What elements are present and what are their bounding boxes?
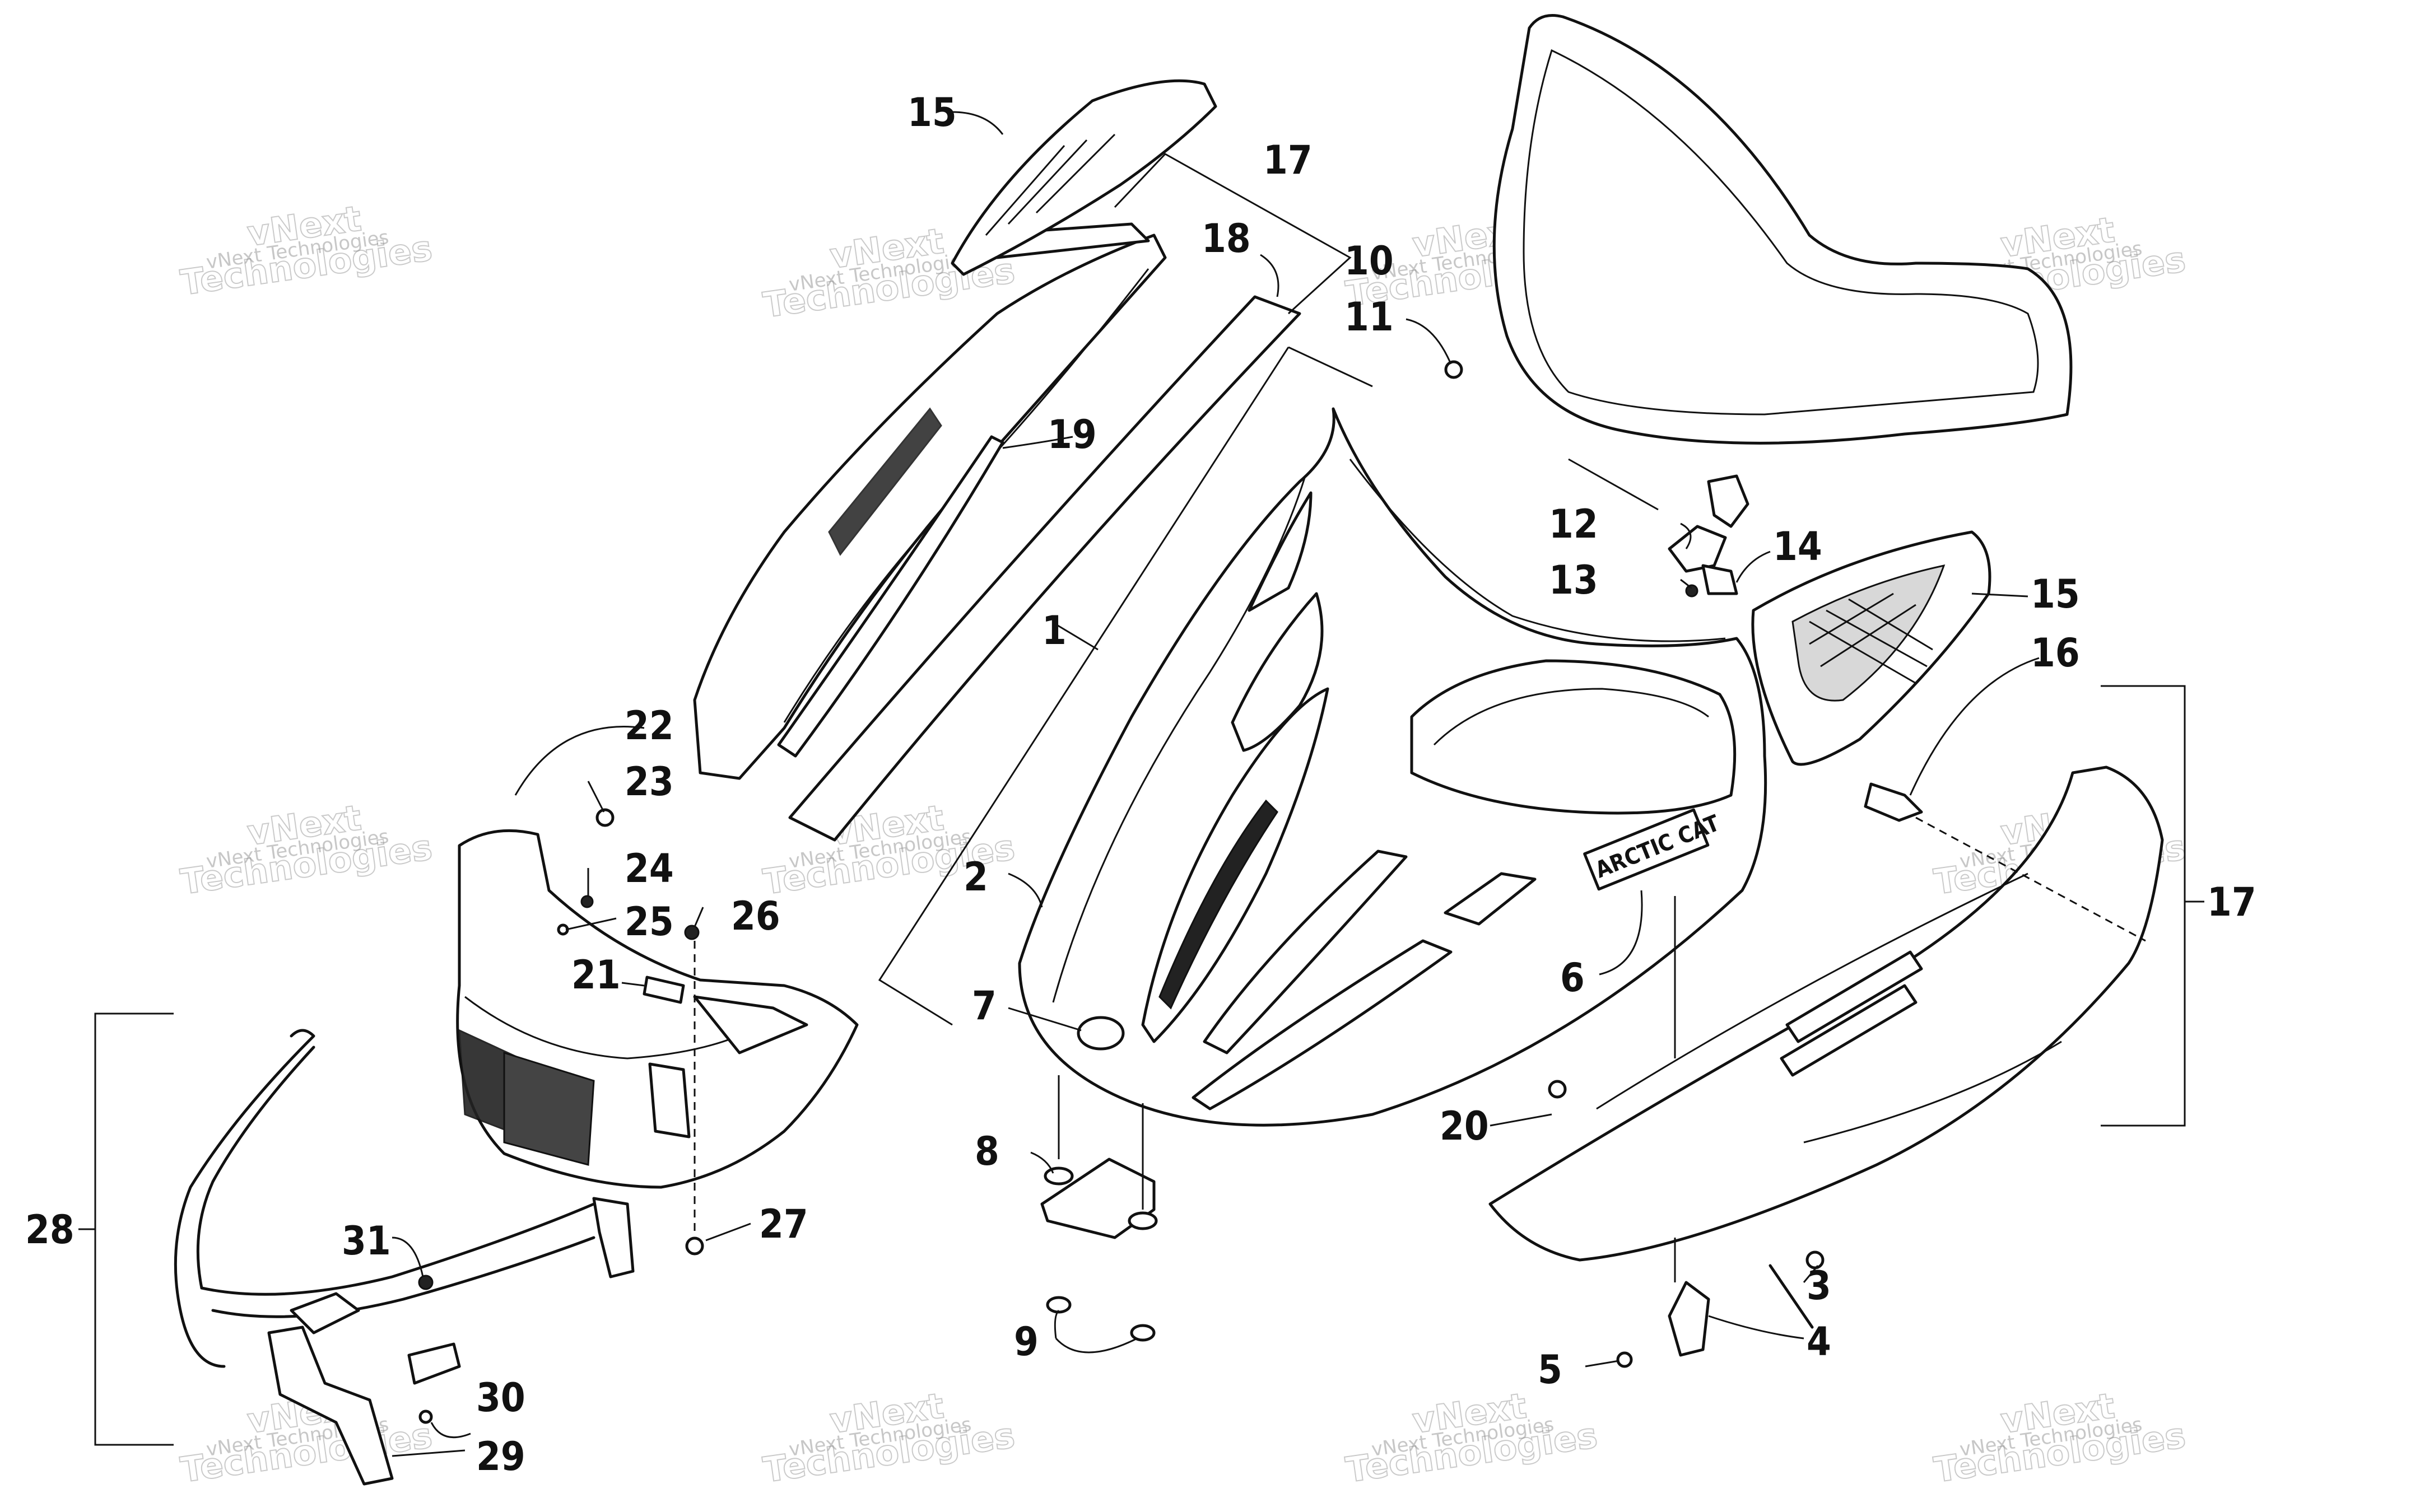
label-23: 23 [625,759,674,805]
label-18: 18 [1202,216,1251,262]
right-grille-panel [1751,530,1991,766]
label-14: 14 [1773,524,1822,570]
label-15-right: 15 [2031,571,2080,617]
watermark: vNext Technologies vNext Technologies [760,1384,1018,1491]
label-19: 19 [1048,412,1097,458]
watermark: vNext Technologies vNext Technologies [760,220,1018,326]
label-12: 12 [1549,501,1598,547]
watermark: vNext Technologies vNext Technologies [178,796,435,903]
label-24: 24 [625,846,674,892]
nose-cone-part [456,829,859,1189]
group-brackets [78,153,2204,1446]
label-21: 21 [571,952,621,998]
hardware-group [418,360,1825,1424]
dashed-lines [694,816,2146,1232]
windshield-part [1492,14,2073,445]
label-31: 31 [342,1218,391,1264]
hood-part: ARCTIC CAT [1018,407,1767,1127]
label-11: 11 [1344,294,1394,340]
windshield-bracket [1668,474,1749,598]
clip-16 [1864,782,1923,822]
bumper-bar [174,1029,635,1486]
label-15-top: 15 [908,90,957,136]
label-27: 27 [759,1201,808,1247]
label-22: 22 [625,703,674,749]
label-20: 20 [1440,1103,1489,1149]
upper-panel-group [693,222,1301,842]
watermark: vNext Technologies vNext Technologies [1931,1384,2189,1491]
watermark: vNext Technologies vNext Technologies [1343,1384,1600,1491]
leader-lines [392,111,2040,1457]
label-5: 5 [1538,1347,1562,1393]
label-4: 4 [1807,1319,1831,1365]
label-30: 30 [476,1375,525,1421]
part-labels: 1 2 3 4 5 6 7 8 9 10 11 12 13 14 15 15 1… [25,90,2256,1480]
label-17-top: 17 [1263,137,1313,183]
label-28: 28 [25,1207,75,1253]
label-29: 29 [476,1434,525,1480]
hinge-bracket [1040,1158,1158,1342]
label-16: 16 [2031,630,2080,676]
label-6: 6 [1560,955,1585,1001]
vent-grille-top [951,79,1217,276]
label-10: 10 [1344,238,1394,284]
label-2: 2 [964,854,988,900]
label-8: 8 [975,1128,999,1174]
label-25: 25 [625,899,674,945]
label-17-right: 17 [2207,879,2256,925]
watermark: vNext Technologies vNext Technologies [178,197,435,304]
label-13: 13 [1549,557,1598,603]
label-26: 26 [731,893,780,939]
right-side-panel [1488,766,2164,1262]
label-9: 9 [1014,1319,1039,1365]
label-1: 1 [1042,608,1067,654]
label-3: 3 [1807,1263,1831,1309]
label-7: 7 [972,983,997,1029]
